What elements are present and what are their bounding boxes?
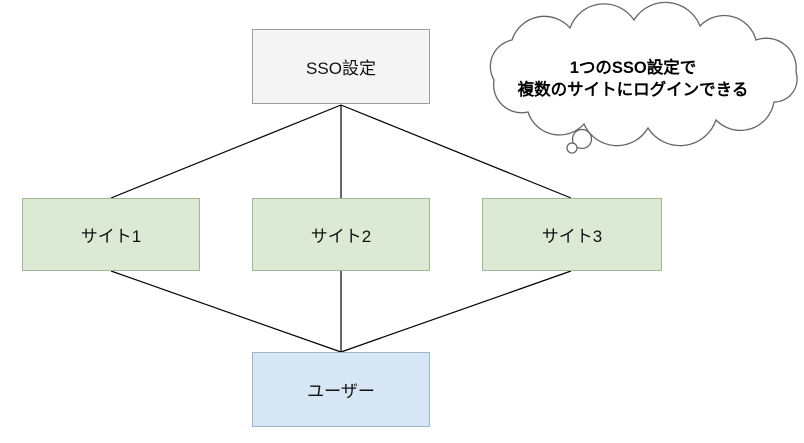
thought-bubble-cloud [489, 1, 798, 147]
node-sso-settings-label: SSO設定 [306, 59, 376, 78]
edge-sso-site1 [110, 104, 342, 199]
node-site1: サイト1 [22, 198, 200, 271]
node-user-label: ユーザー [307, 382, 375, 401]
node-sso-settings: SSO設定 [252, 29, 430, 104]
thought-bubble-tail-large [571, 128, 593, 150]
node-site3-label: サイト3 [541, 227, 603, 246]
node-site2-label: サイト2 [310, 227, 372, 246]
node-user: ユーザー [252, 352, 430, 427]
node-site1-label: サイト1 [80, 227, 142, 246]
edge-site3-user [340, 270, 572, 353]
node-site3: サイト3 [482, 198, 662, 271]
thought-bubble-tail-small [566, 142, 578, 154]
edge-site1-user [110, 270, 342, 353]
thought-bubble-line2: 複数のサイトにログインできる [517, 81, 749, 99]
thought-bubble-text: 1つのSSO設定で 複数のサイトにログインできる [487, 57, 779, 101]
edge-sso-site3 [340, 104, 572, 199]
thought-bubble-line1: 1つのSSO設定で [569, 59, 697, 77]
node-site2: サイト2 [252, 198, 430, 271]
